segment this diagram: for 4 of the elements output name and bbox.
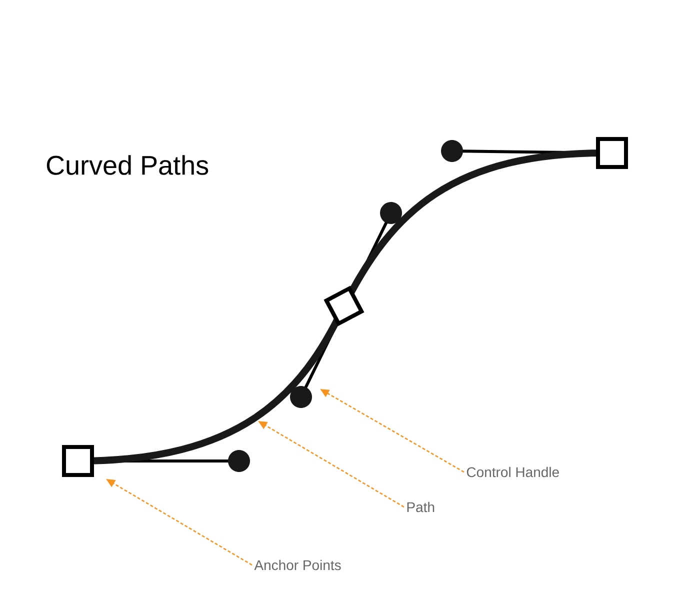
callout-label: Path — [407, 502, 434, 512]
callout-label: Control Handle — [466, 466, 559, 478]
callout-label: Anchor Points — [254, 560, 341, 570]
title: Curved Paths — [46, 155, 208, 175]
